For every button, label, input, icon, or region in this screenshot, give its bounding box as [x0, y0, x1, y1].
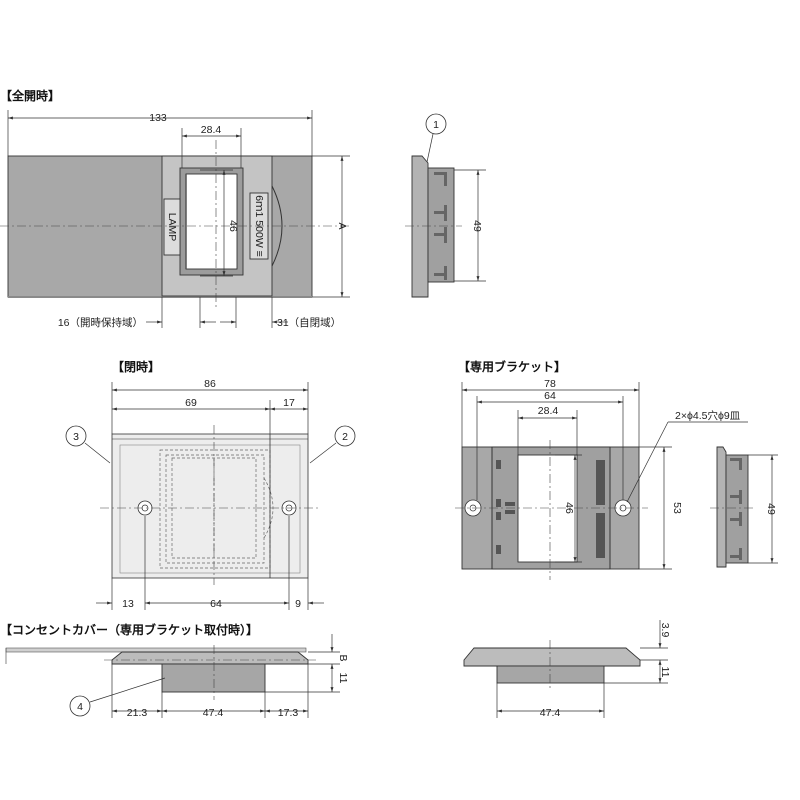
dim-64-b: 64 — [544, 390, 556, 402]
dim-21-3: 21.3 — [127, 707, 148, 719]
dim-B: B — [337, 654, 349, 661]
section-title-cover: 【コンセントカバー（専用ブラケット取付時）】 — [0, 622, 258, 637]
dim-16-open-hold: 16（開時保持域） — [58, 316, 143, 329]
closed-view — [100, 425, 318, 585]
dim-47-4-a: 47.4 — [203, 707, 224, 719]
section-title-full-open: 【全開時】 — [0, 88, 60, 103]
cover-section-view: 4 — [5, 645, 316, 717]
dim-46-a: 46 — [227, 220, 239, 232]
full-open-view: LAMP 6ｍ1 500W ≡ — [0, 140, 350, 310]
dim-11-b: 11 — [659, 667, 671, 678]
dim-64-a: 64 — [210, 598, 222, 610]
section-title-closed: 【閉時】 — [112, 359, 160, 374]
dim-46-b: 46 — [563, 502, 575, 514]
dim-17: 17 — [283, 397, 295, 409]
dim-11-a: 11 — [337, 673, 349, 684]
callout-3: 3 — [73, 431, 79, 443]
dim-31-self-close: 31（自閉域） — [277, 316, 341, 329]
dim-9: 9 — [295, 598, 301, 610]
dim-133: 133 — [149, 112, 167, 124]
dim-A: A — [336, 222, 348, 229]
callout-2: 2 — [342, 431, 348, 443]
dim-86: 86 — [204, 378, 216, 390]
cover-side-view: 3.9 11 47.4 — [463, 620, 671, 719]
side-view-top: 49 1 — [405, 113, 486, 298]
dim-69: 69 — [185, 397, 197, 409]
dim-49-b: 49 — [765, 503, 777, 515]
closed-dims: 86 69 17 13 64 9 3 2 — [65, 378, 356, 610]
lamp-label: LAMP — [166, 213, 178, 242]
dim-17-3: 17.3 — [278, 707, 299, 719]
hole-spec: 2×ϕ4.5穴ϕ9皿 — [675, 409, 741, 422]
callout-1: 1 — [433, 119, 439, 131]
dim-28-4-a: 28.4 — [201, 124, 222, 136]
bracket-side-view: 49 — [710, 446, 778, 568]
bracket-front-view — [455, 440, 648, 580]
dim-78: 78 — [544, 378, 556, 390]
dim-53: 53 — [671, 502, 683, 514]
callout-4: 4 — [77, 701, 83, 713]
section-title-bracket: 【専用ブラケット】 — [458, 359, 566, 374]
bracket-dims: 78 64 28.4 46 53 2×ϕ4.5穴ϕ9皿 — [461, 378, 748, 570]
dim-13: 13 — [122, 598, 134, 610]
dim-3-9: 3.9 — [659, 623, 671, 638]
dim-49-a: 49 — [471, 220, 483, 232]
full-open-dims: 133 28.4 46 A 16（開時保持域） 31（自閉域） — [7, 110, 350, 329]
dim-47-4-b: 47.4 — [540, 707, 561, 719]
cover-dims: 21.3 47.4 17.3 B 11 — [111, 634, 349, 719]
dim-28-4-b: 28.4 — [538, 405, 559, 417]
